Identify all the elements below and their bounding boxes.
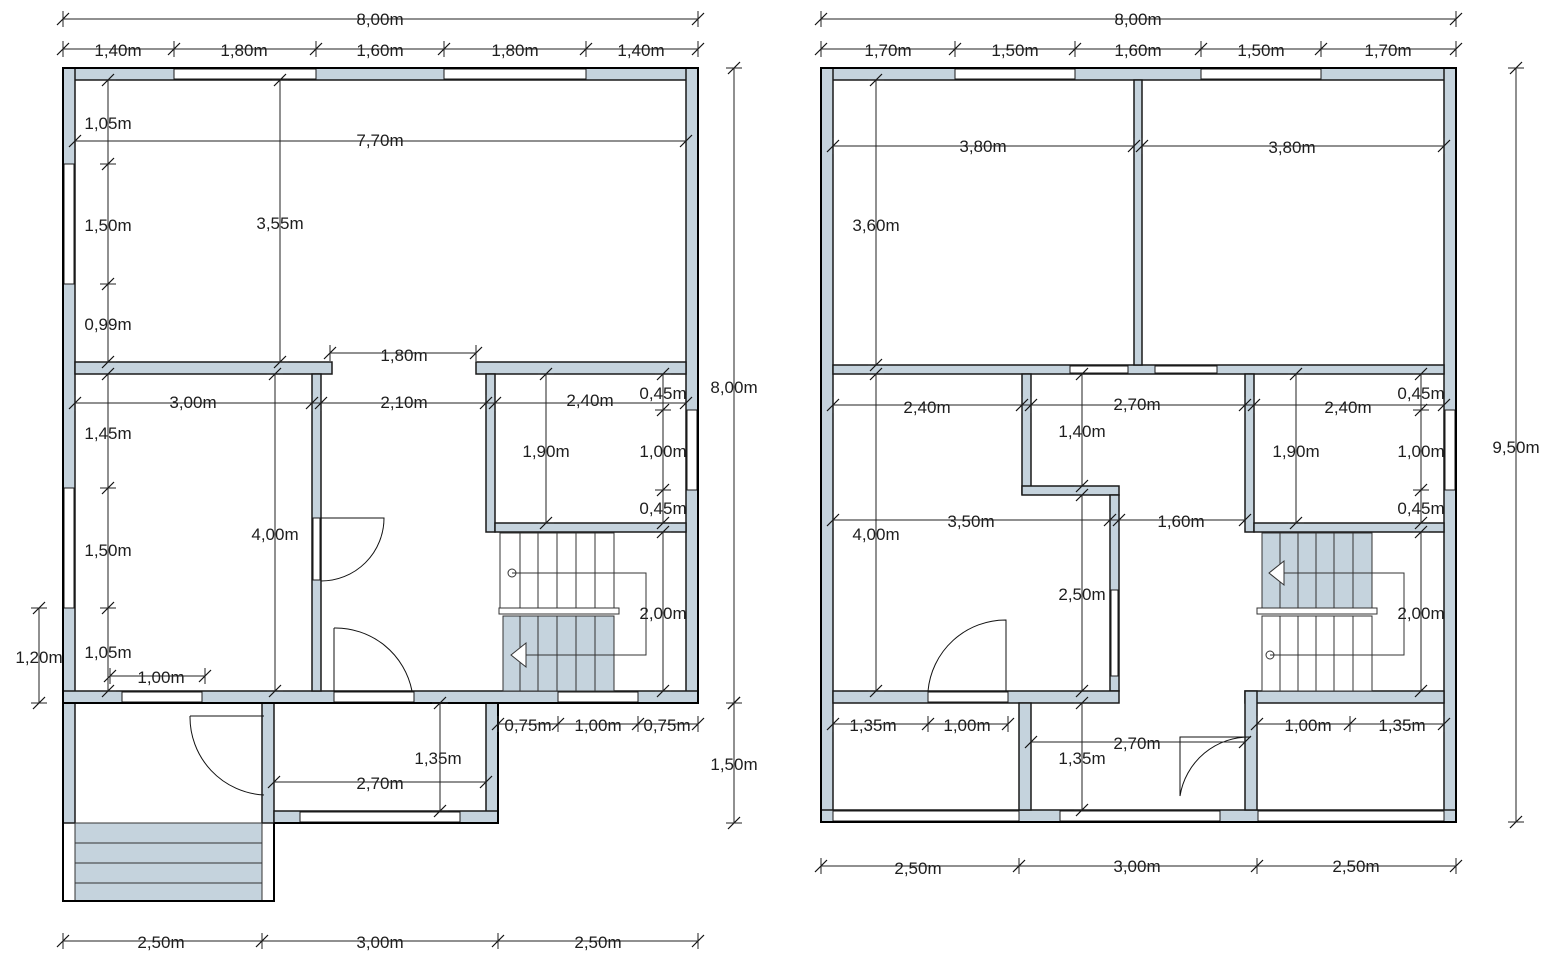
plan-left bbox=[62, 67, 699, 902]
left-room-width: 7,70m bbox=[356, 131, 403, 150]
left-right-c: 0,45m bbox=[639, 499, 686, 518]
dimension-lines bbox=[31, 11, 1524, 949]
left-room-h: 4,00m bbox=[251, 525, 298, 544]
left-right-total: 8,00m bbox=[710, 378, 757, 397]
left-side-b: 1,50m bbox=[84, 541, 131, 560]
left-porch-width: 2,70m bbox=[356, 774, 403, 793]
left-porch-h: 1,20m bbox=[15, 648, 62, 667]
right-low-e: 1,00m bbox=[1284, 716, 1331, 735]
right-bot-b: 3,00m bbox=[1113, 857, 1160, 876]
left-win-a: 1,05m bbox=[84, 114, 131, 133]
left-mid-c: 2,40m bbox=[566, 391, 613, 410]
left-top-seg1: 1,40m bbox=[94, 41, 141, 60]
right-low-b: 1,00m bbox=[943, 716, 990, 735]
right-left-room-h: 4,00m bbox=[852, 525, 899, 544]
left-opening: 1,80m bbox=[380, 346, 427, 365]
right-mid-b: 2,70m bbox=[1113, 395, 1160, 414]
right-mid-c: 2,40m bbox=[1324, 398, 1371, 417]
right-right-a: 0,45m bbox=[1397, 384, 1444, 403]
left-side-c: 1,05m bbox=[84, 643, 131, 662]
right-doors bbox=[927, 619, 1252, 797]
right-bot-c: 2,50m bbox=[1332, 857, 1379, 876]
right-mid-a: 2,40m bbox=[903, 398, 950, 417]
right-outer-walls bbox=[820, 67, 1457, 823]
right-room1-w: 3,80m bbox=[959, 137, 1006, 156]
right-staircase bbox=[1256, 532, 1405, 692]
left-right-a: 0,45m bbox=[639, 384, 686, 403]
plan-right-labels: 8,00m 1,70m 1,50m 1,60m 1,50m 1,70m 3,80… bbox=[849, 10, 1539, 878]
right-top-seg3: 1,60m bbox=[1114, 41, 1161, 60]
left-win-b: 1,50m bbox=[84, 216, 131, 235]
left-right-b: 1,00m bbox=[639, 442, 686, 461]
left-stair-h: 2,00m bbox=[639, 604, 686, 623]
right-top-total: 8,00m bbox=[1114, 10, 1161, 29]
right-hall-h: 1,40m bbox=[1058, 422, 1105, 441]
left-top-seg2: 1,80m bbox=[220, 41, 267, 60]
left-interior-walls bbox=[74, 361, 687, 692]
right-room2-w: 3,80m bbox=[1268, 138, 1315, 157]
right-low-d: 1,35m bbox=[1058, 749, 1105, 768]
right-right-total: 9,50m bbox=[1492, 438, 1539, 457]
left-right-ext: 1,50m bbox=[710, 755, 757, 774]
right-interior-walls bbox=[832, 79, 1445, 811]
left-under-a: 0,75m bbox=[504, 716, 551, 735]
right-right-c: 0,45m bbox=[1397, 499, 1444, 518]
left-under-b: 1,00m bbox=[574, 716, 621, 735]
left-bottom-win: 1,00m bbox=[137, 668, 184, 687]
right-low-a: 1,35m bbox=[849, 716, 896, 735]
left-top-seg3: 1,60m bbox=[356, 41, 403, 60]
right-top-seg5: 1,70m bbox=[1364, 41, 1411, 60]
plan-left-labels: 8,00m 1,40m 1,80m 1,60m 1,80m 1,40m 7,70… bbox=[15, 10, 757, 952]
left-under-c: 0,75m bbox=[643, 716, 690, 735]
left-porch-depth: 1,35m bbox=[414, 749, 461, 768]
left-mid-a: 3,00m bbox=[169, 393, 216, 412]
left-staircase bbox=[498, 532, 647, 692]
left-top-total: 8,00m bbox=[356, 10, 403, 29]
right-low-f: 1,35m bbox=[1378, 716, 1425, 735]
left-bot-c: 2,50m bbox=[574, 933, 621, 952]
right-bath-h: 1,90m bbox=[1272, 442, 1319, 461]
right-top-seg1: 1,70m bbox=[864, 41, 911, 60]
left-bot-b: 3,00m bbox=[356, 933, 403, 952]
right-top-seg2: 1,50m bbox=[991, 41, 1038, 60]
left-bot-a: 2,50m bbox=[137, 933, 184, 952]
right-room-w: 3,50m bbox=[947, 512, 994, 531]
right-stair-h: 2,00m bbox=[1397, 604, 1444, 623]
right-right-b: 1,00m bbox=[1397, 442, 1444, 461]
left-room-height: 3,55m bbox=[256, 214, 303, 233]
right-top-seg4: 1,50m bbox=[1237, 41, 1284, 60]
plan-right bbox=[820, 67, 1457, 823]
left-bath-h: 1,90m bbox=[522, 442, 569, 461]
right-room-h: 3,60m bbox=[852, 216, 899, 235]
right-hall-w: 1,60m bbox=[1157, 512, 1204, 531]
right-bot-a: 2,50m bbox=[894, 859, 941, 878]
left-top-seg4: 1,80m bbox=[491, 41, 538, 60]
left-side-a: 1,45m bbox=[84, 424, 131, 443]
left-porch bbox=[62, 702, 499, 902]
left-top-seg5: 1,40m bbox=[617, 41, 664, 60]
right-hall-depth: 2,50m bbox=[1058, 585, 1105, 604]
left-doors bbox=[189, 517, 413, 796]
left-mid-b: 2,10m bbox=[380, 393, 427, 412]
right-low-c: 2,70m bbox=[1113, 734, 1160, 753]
left-win-c: 0,99m bbox=[84, 315, 131, 334]
